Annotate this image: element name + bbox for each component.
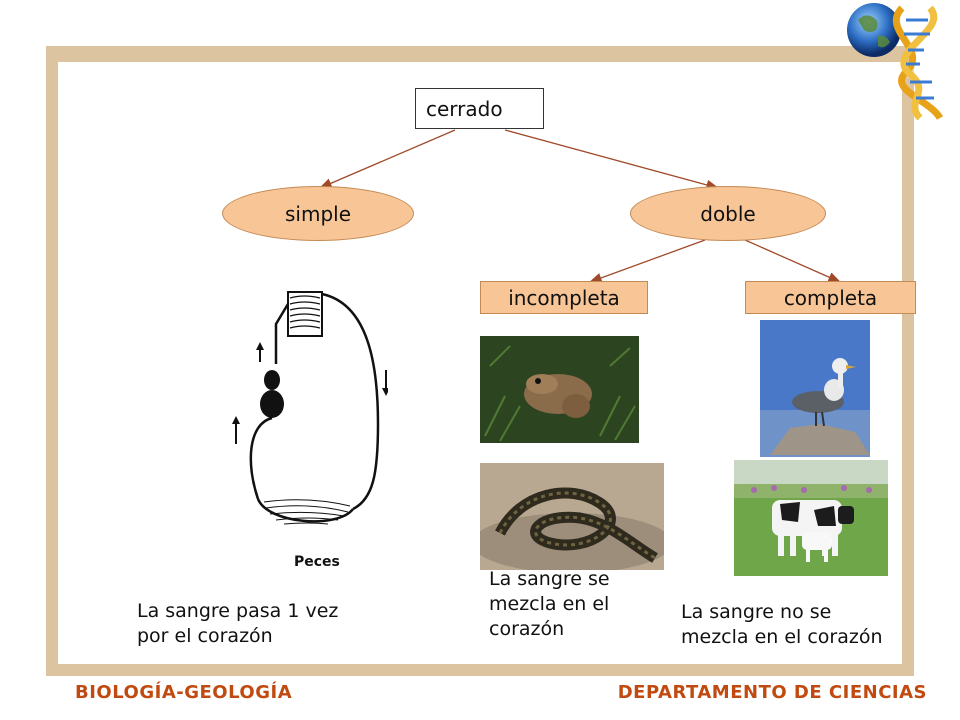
caption-completa-line-2: mezcla en el corazón	[681, 626, 883, 648]
caption-incompleta-line-3: corazón	[489, 618, 565, 640]
caption-incompleta-line-2: mezcla en el	[489, 593, 610, 615]
node-completa: completa	[745, 281, 916, 314]
snake-photo	[480, 463, 664, 570]
fish-circulation-diagram: Peces	[228, 284, 388, 580]
caption-simple-line-1: La sangre pasa 1 vez	[137, 600, 339, 622]
fish-caption: Peces	[294, 554, 340, 570]
arrow-doble-completa	[744, 239, 842, 283]
caption-simple: La sangre pasa 1 vez por el corazón	[137, 599, 397, 649]
footer-department: DEPARTAMENTO DE CIENCIAS	[617, 682, 927, 703]
node-doble: doble	[630, 186, 826, 241]
node-incompleta-label: incompleta	[508, 285, 620, 310]
caption-incompleta: La sangre se mezcla en el corazón	[489, 567, 659, 642]
caption-simple-line-2: por el corazón	[137, 625, 273, 647]
arrow-root-doble	[504, 129, 720, 190]
caption-completa: La sangre no se mezcla en el corazón	[681, 600, 941, 650]
arrow-doble-incompleta	[588, 239, 706, 283]
arrow-root-simple	[318, 129, 456, 189]
node-simple-label: simple	[284, 201, 351, 226]
caption-incompleta-line-1: La sangre se	[489, 568, 610, 590]
caption-completa-line-1: La sangre no se	[681, 601, 832, 623]
node-cerrado-label: cerrado	[426, 96, 503, 121]
footer-subject: BIOLOGÍA-GEOLOGÍA	[75, 682, 293, 703]
cow-photo	[734, 460, 888, 576]
node-doble-label: doble	[700, 201, 756, 226]
node-incompleta: incompleta	[480, 281, 648, 314]
seagull-photo	[760, 320, 870, 457]
node-simple: simple	[222, 186, 414, 241]
globe-dna-logo	[840, 0, 952, 120]
frog-photo	[480, 336, 639, 443]
node-cerrado: cerrado	[415, 88, 544, 129]
node-completa-label: completa	[783, 285, 878, 310]
